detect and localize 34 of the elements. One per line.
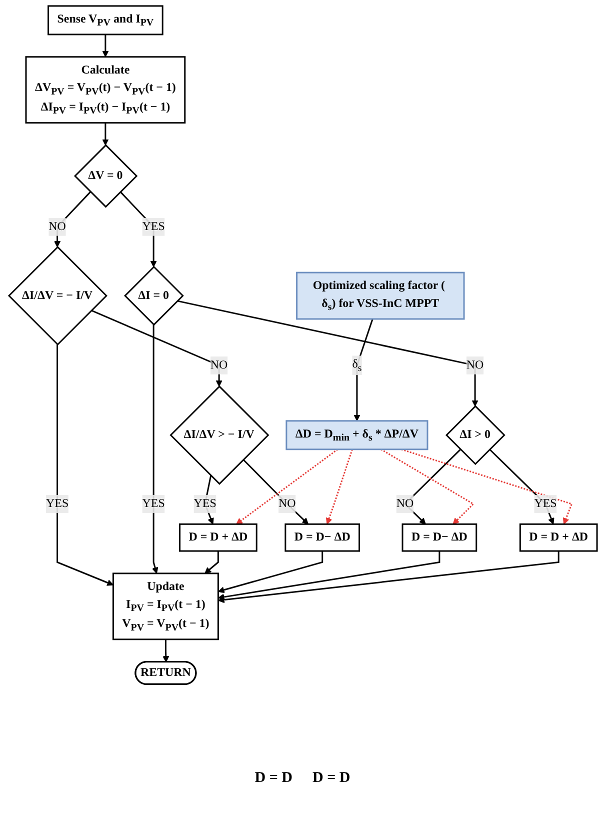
edge-label: YES (534, 495, 556, 513)
node-label: ΔV$_{PV}$ = V$_{PV}$(t) − V$_{PV}$(t − 1) (34, 82, 176, 97)
terminal-box: RETURN (134, 661, 196, 685)
process-box: D = D + ΔD (178, 523, 257, 552)
process-box: ΔD = D$_{min}$ + δ$_{s}$ * ΔP/ΔV (285, 420, 428, 450)
node-label: Calculate (80, 64, 130, 76)
edge-label: NO (48, 218, 66, 236)
node-label: V$_{PV}$ = V$_{PV}$(t − 1) (122, 618, 209, 633)
edge-label: δ$_{s}$ (352, 356, 362, 376)
decision-diamond: ΔI/ΔV > − I/V (169, 385, 269, 485)
decision-diamond: ΔI/ΔV = − I/V (7, 246, 107, 346)
node-label: Update (146, 580, 184, 593)
process-box: Calculate ΔV$_{PV}$ = V$_{PV}$(t) − V$_{PV}$(t − 1) ΔI$_{PV}$ = I$_{PV}$(t) − I$_{PV}$(t − 1) (24, 56, 186, 124)
edge-label: YES (46, 495, 68, 513)
decision-diamond: ΔI = 0 (124, 266, 184, 326)
edge-label: YES (142, 495, 164, 513)
edge-label: YES (142, 218, 164, 236)
decision-diamond: ΔI > 0 (444, 405, 505, 466)
node-label: I$_{PV}$ = I$_{PV}$(t − 1) (126, 598, 205, 614)
edge-label: NO (210, 356, 228, 374)
note-text: D = D (254, 770, 292, 787)
edge-label: NO (278, 495, 296, 513)
edge-label: NO (396, 495, 414, 513)
decision-diamond: ΔV = 0 (73, 144, 138, 208)
process-box: Optimized scaling factor ( δ$_{s}$) for VSS-InC MPPT (296, 272, 464, 320)
process-box: D = D− ΔD (401, 523, 477, 552)
edge-label: YES (193, 495, 216, 513)
process-box: Sense V$_{PV}$ and I$_{PV}$ (47, 5, 163, 36)
edge-label: NO (466, 356, 484, 374)
node-label: ΔI$_{PV}$ = I$_{PV}$(t) − I$_{PV}$(t − 1) (40, 101, 170, 116)
process-box: D = D− ΔD (284, 523, 360, 552)
process-box: Update I$_{PV}$ = I$_{PV}$(t − 1) V$_{PV}$ = V$_{PV}$(t − 1) (112, 572, 218, 640)
process-box: D = D + ΔD (518, 523, 598, 552)
note-text: D = D (312, 770, 350, 787)
